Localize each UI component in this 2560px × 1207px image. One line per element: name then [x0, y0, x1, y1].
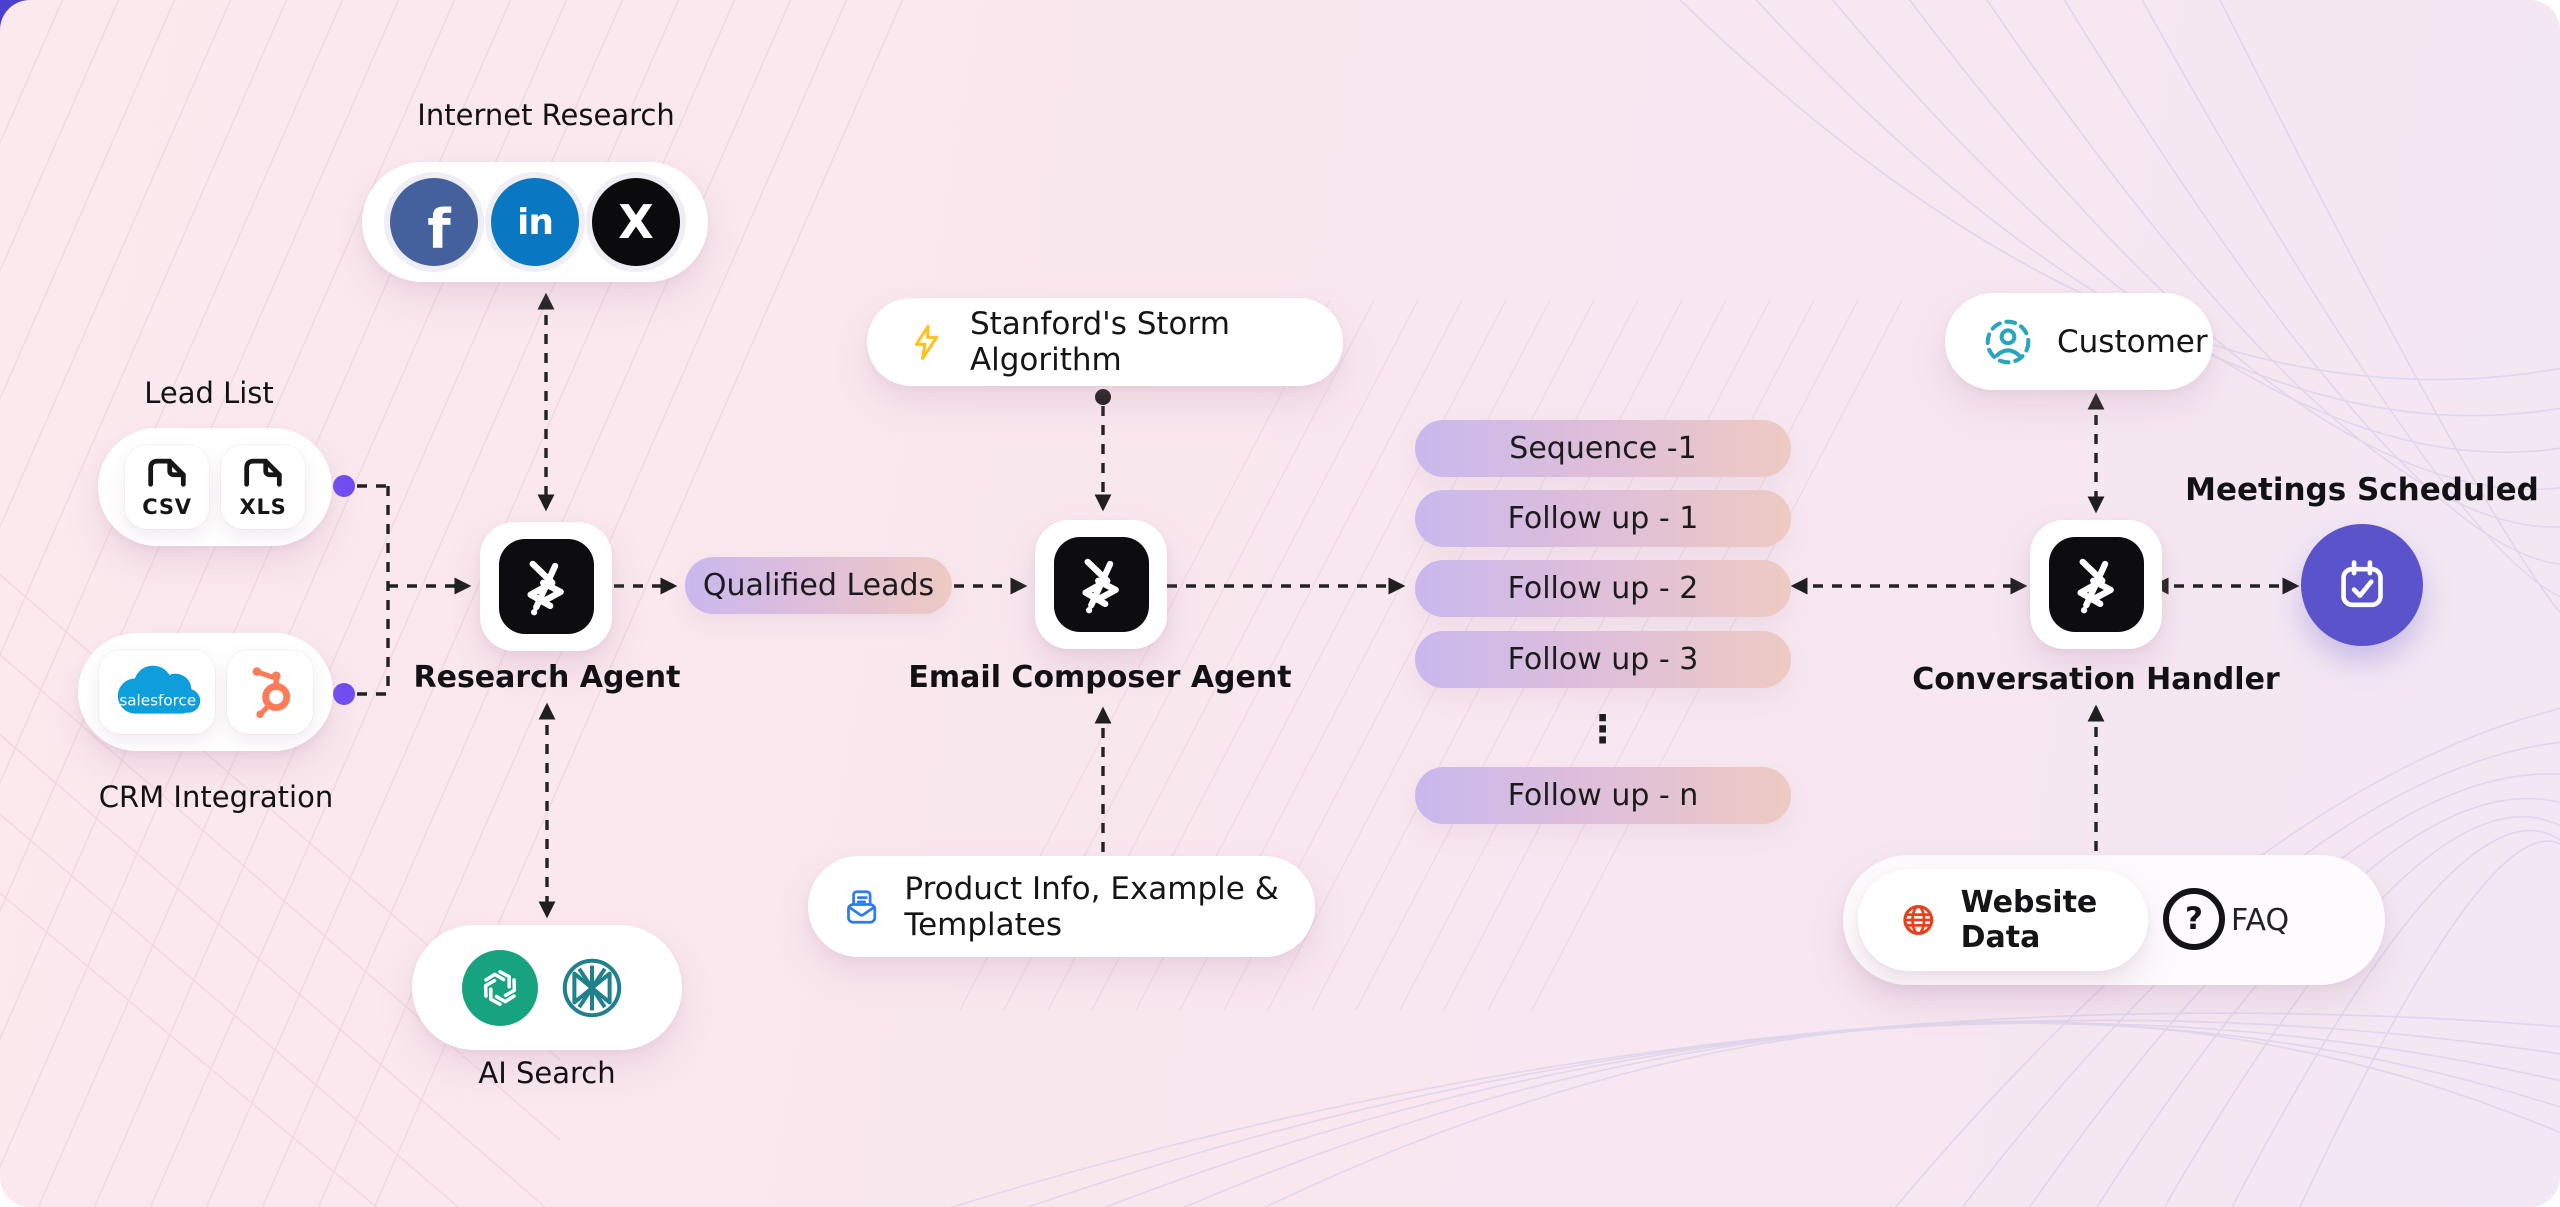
knowledge-node: Website Data ? FAQ	[1843, 855, 2385, 985]
storm-node: Stanford's Storm Algorithm	[867, 298, 1343, 386]
research-agent-node	[480, 522, 612, 651]
email-agent-label: Email Composer Agent	[908, 660, 1292, 695]
website-data-pill: Website Data	[1858, 869, 2148, 971]
lead-list-node: CSV XLS	[98, 428, 332, 546]
customer-icon	[1985, 319, 2031, 364]
question-glyph: ?	[2185, 901, 2203, 937]
website-data-label: Website Data	[1960, 885, 2098, 955]
customer-label: Customer	[2057, 323, 2208, 360]
agent-logo-icon	[2077, 558, 2114, 613]
facebook-glyph: f	[427, 197, 451, 261]
research-agent-label: Research Agent	[413, 660, 681, 695]
hubspot-icon	[252, 667, 290, 719]
crm-connector-dot	[333, 683, 355, 705]
sequence-pill-1: Sequence -1	[1415, 420, 1791, 477]
lead-connector-dot	[333, 475, 355, 497]
customer-node: Customer	[1945, 293, 2213, 390]
product-info-label: Product Info, Example & Templates	[904, 870, 1279, 943]
email-agent-node	[1035, 520, 1167, 649]
lead-crm-junction	[357, 484, 390, 696]
x-glyph: X	[618, 195, 654, 249]
x-icon: X	[592, 178, 680, 266]
agent-logo-tile	[1053, 537, 1149, 632]
csv-file-icon: CSV	[142, 458, 191, 519]
facebook-icon: f	[390, 178, 478, 266]
storm-label: Stanford's Storm Algorithm	[969, 306, 1230, 378]
agent-logo-tile	[498, 539, 594, 634]
svg-text:XLS: XLS	[240, 494, 287, 519]
followup-pill-2: Follow up - 2	[1415, 560, 1791, 617]
lightning-icon	[914, 324, 939, 360]
calendar-check-icon	[2341, 560, 2383, 608]
csv-file-card: CSV	[125, 445, 209, 529]
hubspot-card	[226, 650, 313, 734]
sequence-ellipsis: ⋮	[1583, 707, 1623, 751]
agent-logo-icon	[527, 560, 564, 615]
salesforce-card: salesforce	[98, 650, 215, 734]
linkedin-glyph: in	[517, 201, 554, 243]
conversation-handler-node	[2030, 520, 2162, 649]
question-mark-icon: ?	[2163, 888, 2225, 950]
storm-connector-dot	[1095, 389, 1111, 405]
faq-label: FAQ	[2231, 903, 2290, 938]
product-info-node: Product Info, Example & Templates	[808, 856, 1315, 957]
mail-document-icon	[847, 889, 877, 924]
xls-file-card: XLS	[221, 445, 305, 529]
agent-logo-icon	[1082, 558, 1119, 613]
meetings-label: Meetings Scheduled	[2185, 472, 2539, 508]
lead-list-label: Lead List	[144, 376, 274, 410]
svg-text:CSV: CSV	[142, 494, 191, 519]
openai-icon	[462, 949, 538, 1026]
qualified-leads-pill: Qualified Leads	[685, 557, 952, 614]
perplexity-icon	[552, 947, 632, 1028]
salesforce-icon: salesforce	[117, 665, 200, 714]
agent-logo-tile	[2048, 537, 2144, 632]
ai-search-label: AI Search	[478, 1056, 616, 1090]
internet-research-label: Internet Research	[417, 98, 675, 132]
internet-research-node: f in X	[362, 162, 708, 282]
conversation-handler-label: Conversation Handler	[1912, 662, 2280, 697]
followup-pill-3: Follow up - 3	[1415, 631, 1791, 688]
meetings-node	[2301, 524, 2423, 646]
svg-text:salesforce: salesforce	[119, 692, 196, 710]
crm-label: CRM Integration	[98, 780, 334, 814]
followup-pill-1: Follow up - 1	[1415, 490, 1791, 547]
crm-node: salesforce	[78, 633, 333, 751]
followup-pill-n: Follow up - n	[1415, 767, 1791, 824]
ai-search-node	[412, 925, 682, 1050]
linkedin-icon: in	[491, 178, 579, 266]
xls-file-icon: XLS	[240, 458, 287, 519]
globe-icon	[1903, 905, 1934, 935]
